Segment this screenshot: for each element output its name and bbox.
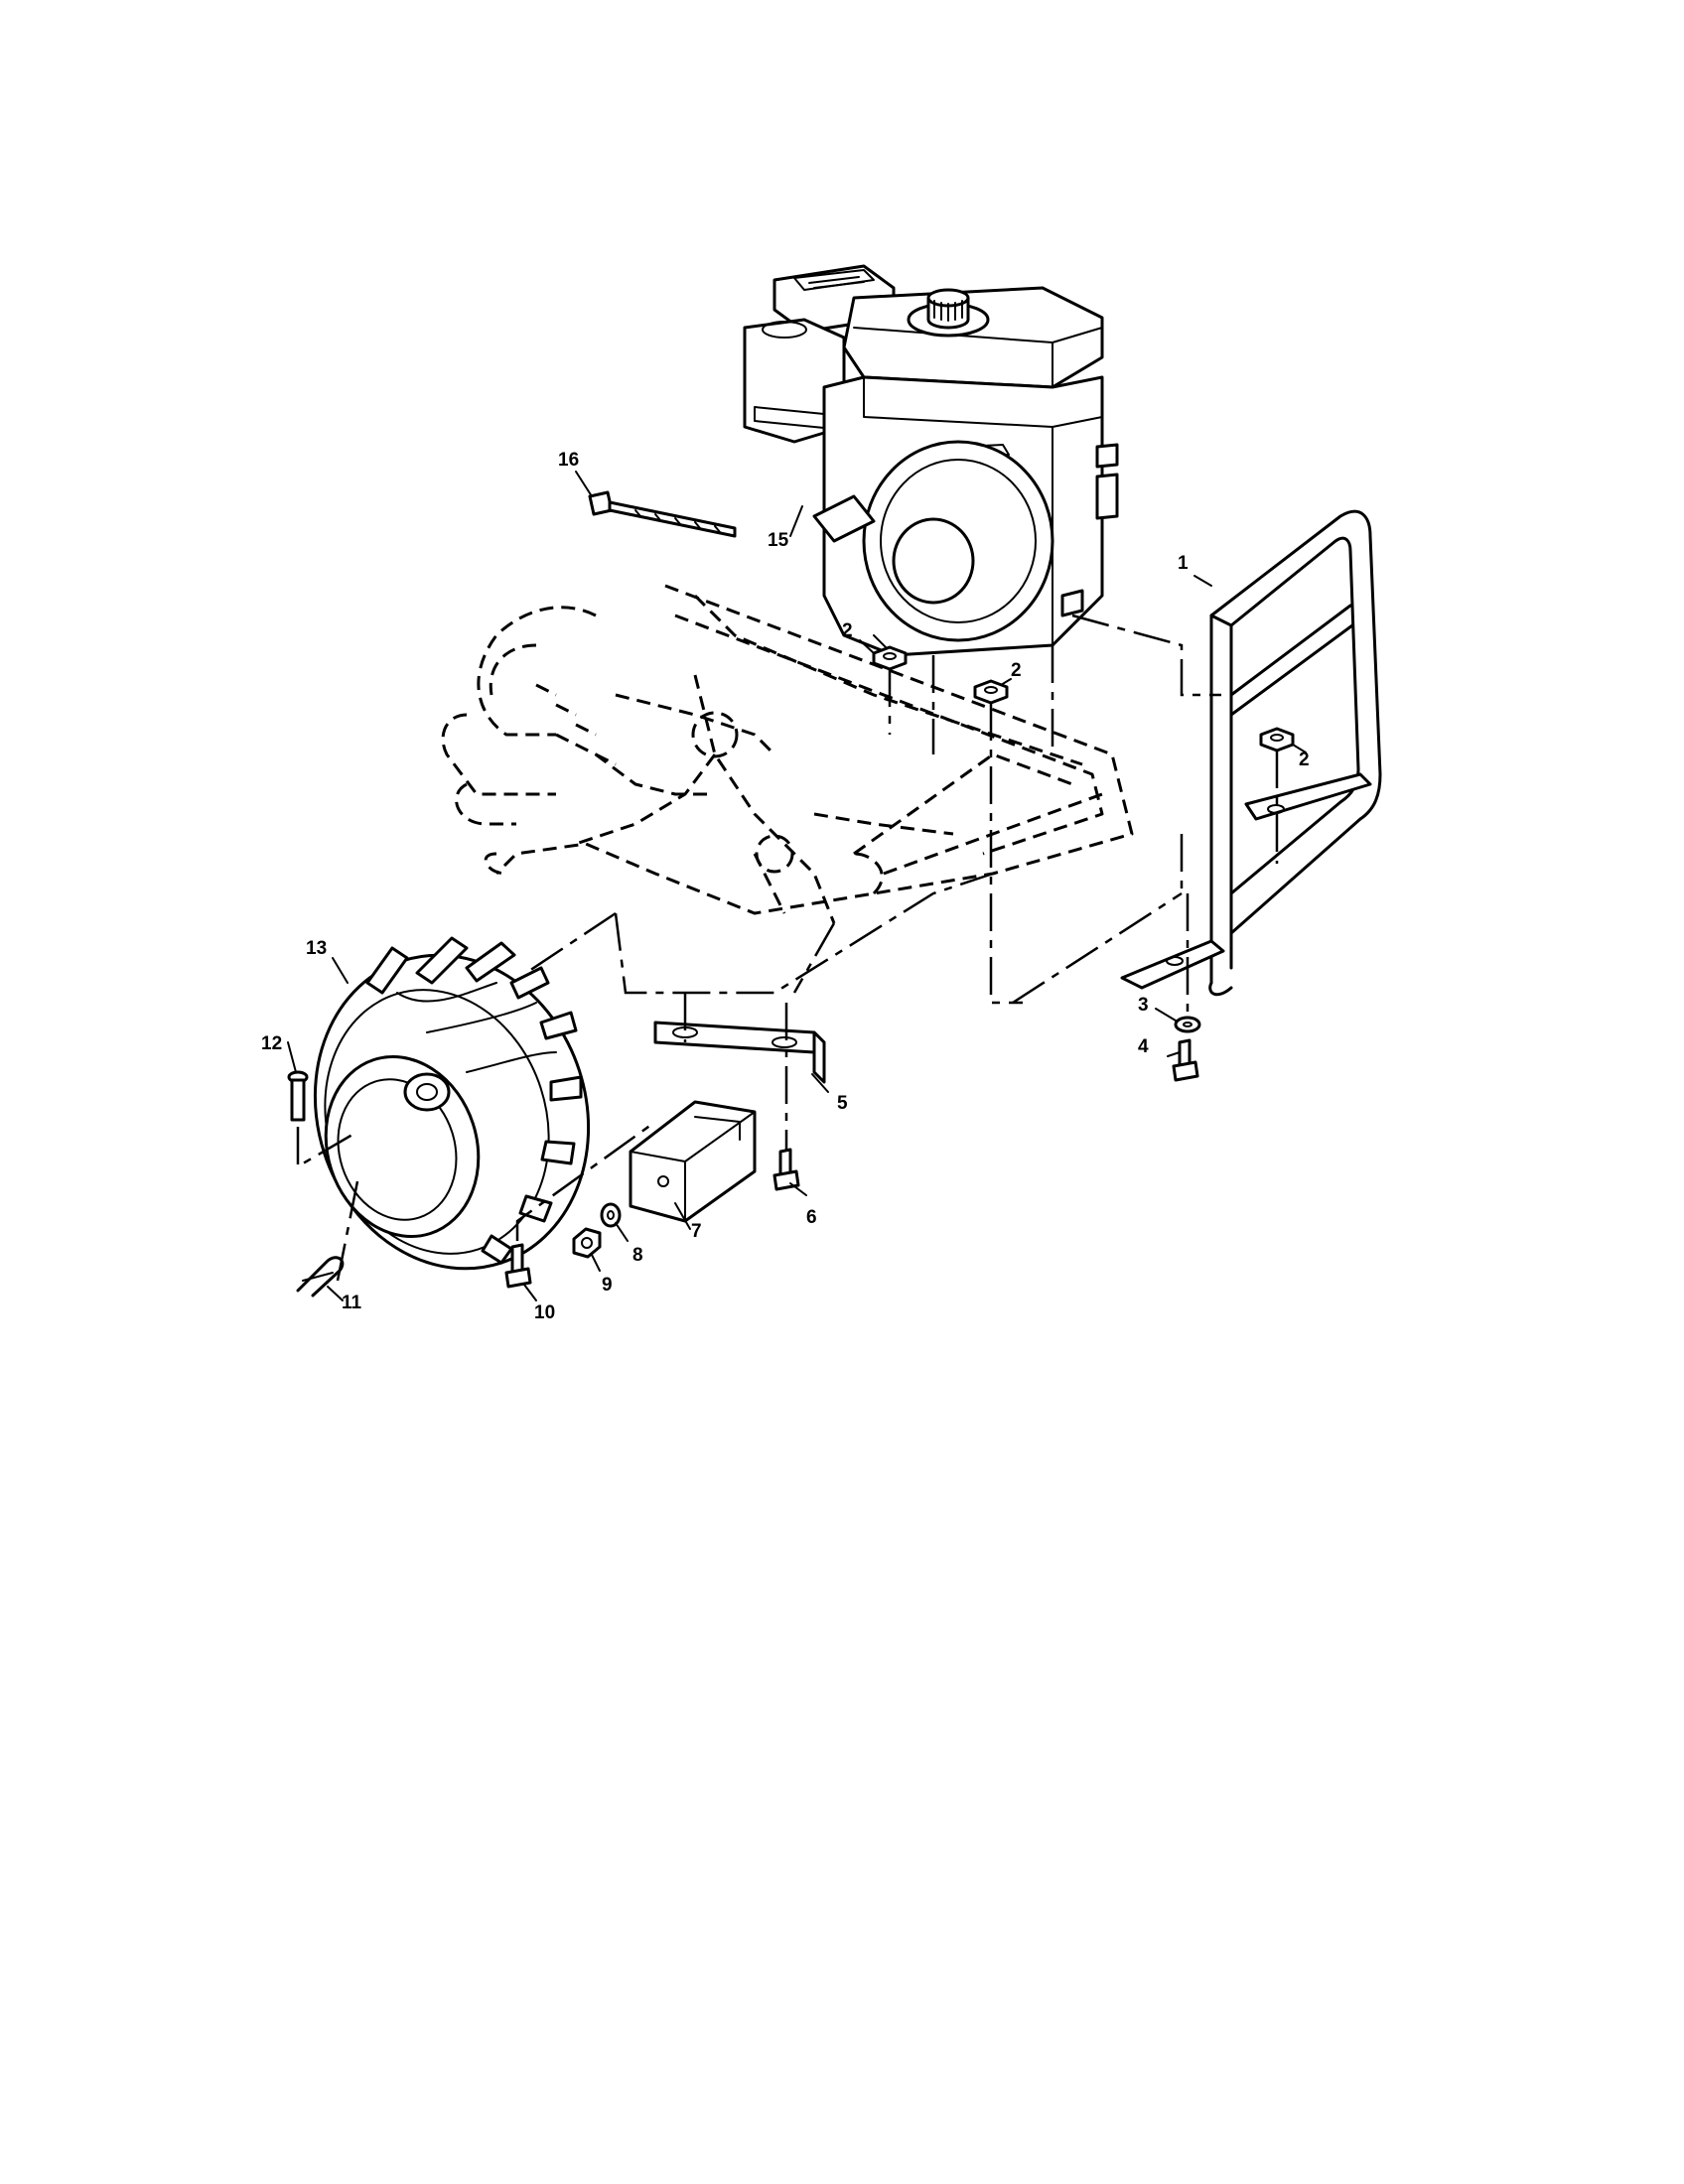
engine (743, 264, 1119, 657)
callout-labels: 1 2 2 2 3 4 5 6 7 8 9 10 11 12 13 15 16 (261, 450, 1310, 1323)
bolt-4 (1172, 1038, 1199, 1082)
nut-9 (572, 1227, 602, 1259)
callout-11: 11 (342, 1293, 362, 1313)
callout-12: 12 (261, 1033, 282, 1054)
callout-2c: 2 (1299, 750, 1310, 770)
bracket (653, 1021, 826, 1084)
callout-1: 1 (1178, 553, 1189, 574)
callout-16: 16 (558, 450, 579, 471)
centerlines (296, 614, 1279, 1282)
weight-block (629, 1100, 757, 1223)
bumper-guard (1120, 509, 1382, 997)
bolt-6 (772, 1148, 800, 1191)
callout-2b: 2 (1011, 660, 1022, 681)
wheel (313, 936, 591, 1271)
callout-7: 7 (691, 1221, 702, 1242)
hex-nut-b (973, 679, 1009, 705)
leader-lines (287, 471, 1307, 1301)
callout-9: 9 (602, 1275, 613, 1296)
hex-nut-a (872, 645, 908, 671)
callout-8: 8 (632, 1245, 643, 1266)
callout-2a: 2 (842, 620, 853, 641)
tiller-frame-phantom (441, 584, 1134, 924)
bolt-10 (504, 1243, 532, 1289)
callout-5: 5 (837, 1093, 848, 1114)
hairpin-clip (296, 1256, 345, 1297)
callout-13: 13 (306, 938, 327, 959)
callout-4: 4 (1138, 1036, 1149, 1057)
washer (1174, 1016, 1201, 1033)
callout-6: 6 (806, 1207, 817, 1228)
cable-tie (588, 490, 737, 538)
callout-10: 10 (534, 1302, 555, 1323)
clevis-pin (287, 1070, 309, 1122)
lock-washer (600, 1202, 622, 1228)
callout-3: 3 (1138, 995, 1149, 1016)
hex-nut-c (1259, 727, 1295, 752)
callout-15: 15 (768, 530, 789, 551)
